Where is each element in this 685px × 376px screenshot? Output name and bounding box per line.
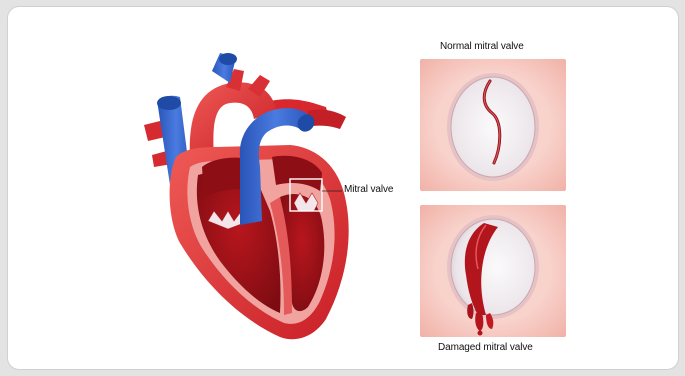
- illustration-card: Mitral valve Normal mitral valve: [7, 6, 679, 370]
- damaged-valve-title: Damaged mitral valve: [438, 342, 533, 353]
- normal-mitral-valve-illustration: [420, 59, 566, 191]
- mitral-valve-label: Mitral valve: [344, 184, 393, 195]
- damaged-valve-panel: [420, 205, 566, 337]
- normal-valve-title: Normal mitral valve: [440, 41, 524, 52]
- normal-valve-panel: [420, 59, 566, 191]
- damaged-mitral-valve-illustration: [420, 205, 566, 337]
